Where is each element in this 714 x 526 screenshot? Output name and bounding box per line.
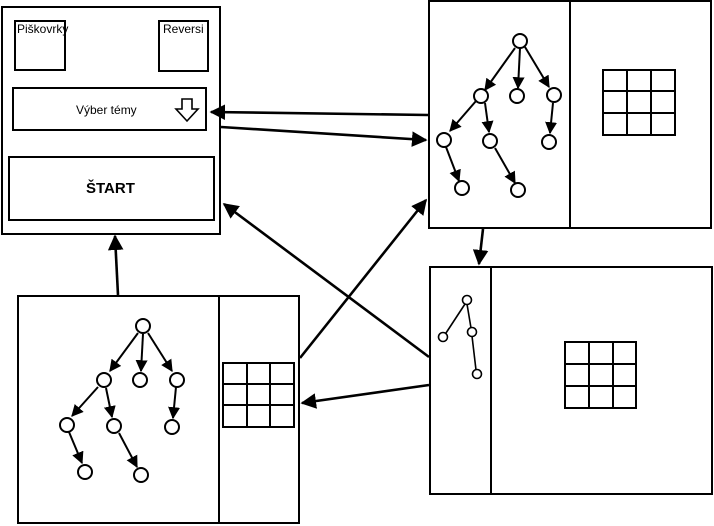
screen-divider [218,296,220,523]
screen-divider [569,1,571,228]
game-option-reversi-label: Reversi [163,22,204,36]
board-grid-bottom-left [222,362,295,428]
board-grid-top [602,69,676,136]
tree-large-top [436,33,562,198]
start-button[interactable]: ŠTART [8,156,215,221]
arrow-bottom-left-to-top-screen [298,198,428,359]
tree-large-bottom [59,318,185,483]
screen-divider [490,267,492,494]
arrow-bottom-right-to-menu [222,202,430,359]
start-button-label: ŠTART [86,180,135,197]
game-screen-small-tree [429,266,713,495]
game-option-reversi[interactable]: Reversi [158,20,209,72]
arrow-bottom-right-to-bottom-left [300,383,430,409]
arrow-down-icon [174,98,200,123]
game-option-piskvorky-label: Piškovrky [17,22,69,36]
arrow-top-screen-to-menu [209,104,429,120]
game-option-piskvorky[interactable]: Piškovrky [14,20,69,71]
navigation-arrows [107,104,489,409]
arrow-menu-to-top-screen [220,125,428,147]
theme-select-label: Výber témy [76,103,137,117]
theme-select[interactable]: Výber témy [12,87,207,131]
board-grid-bottom-right [564,341,637,409]
tree-small [437,294,483,380]
arrow-top-screen-to-bottom-right [472,228,489,266]
arrow-bottom-left-to-menu [107,234,124,296]
game-screen-board-right [17,295,300,524]
